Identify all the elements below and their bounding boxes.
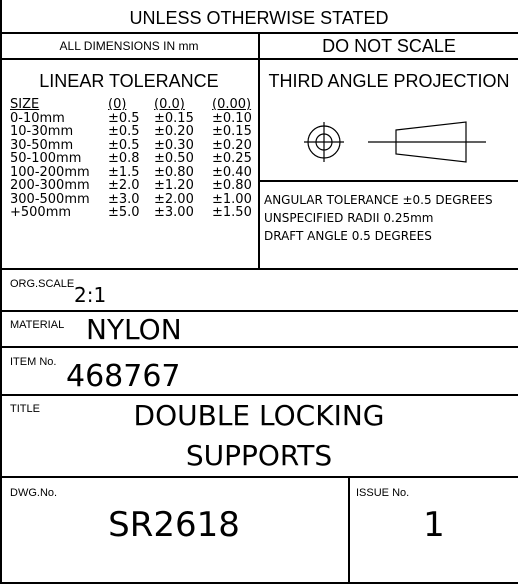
tolerance-header-row: SIZE (0) (0.0) (0.00) bbox=[10, 98, 262, 112]
rule-under-projection bbox=[258, 180, 518, 182]
rule-under-title bbox=[0, 476, 518, 478]
table-row: 100-200mm ±1.5 ±0.80 ±0.40 bbox=[10, 164, 262, 180]
cell: ±2.00 bbox=[154, 191, 194, 207]
unless-otherwise-stated: UNLESS OTHERWISE STATED bbox=[129, 8, 389, 28]
cell: ±1.00 bbox=[212, 191, 252, 207]
cell: ±0.5 bbox=[108, 137, 140, 153]
cell: 100-200mm bbox=[10, 164, 90, 180]
do-not-scale-note: DO NOT SCALE bbox=[322, 36, 456, 56]
issue-number-label: ISSUE No. bbox=[356, 487, 410, 499]
title-line-1: DOUBLE LOCKING bbox=[133, 399, 385, 432]
draft-angle-note: DRAFT ANGLE 0.5 DEGREES bbox=[264, 229, 432, 243]
material-label: MATERIAL bbox=[10, 319, 65, 331]
table-row: 300-500mm ±3.0 ±2.00 ±1.00 bbox=[10, 191, 262, 207]
table-row: 0-10mm ±0.5 ±0.15 ±0.10 bbox=[10, 110, 262, 126]
col-0-0: (0.0) bbox=[154, 97, 185, 112]
cell: ±3.0 bbox=[108, 191, 140, 207]
col-0: (0) bbox=[108, 97, 127, 112]
cell: ±0.80 bbox=[154, 164, 194, 180]
cell: ±1.20 bbox=[154, 178, 194, 193]
cell: 200-300mm bbox=[10, 178, 90, 193]
table-row: 30-50mm ±0.5 ±0.30 ±0.20 bbox=[10, 137, 262, 153]
org-scale-label: ORG.SCALE bbox=[10, 278, 75, 290]
table-row: 50-100mm ±0.8 ±0.50 ±0.25 bbox=[10, 152, 262, 166]
drawing-number-value: SR2618 bbox=[108, 505, 240, 545]
cell: 300-500mm bbox=[10, 191, 90, 207]
cell: ±0.20 bbox=[154, 124, 194, 139]
cell: ±0.5 bbox=[108, 110, 140, 126]
cell: 10-30mm bbox=[10, 124, 74, 139]
issue-number-value: 1 bbox=[423, 505, 445, 545]
cell: 30-50mm bbox=[10, 137, 74, 153]
cell: ±0.5 bbox=[108, 124, 140, 139]
cell: ±0.25 bbox=[212, 151, 252, 166]
cell: ±0.30 bbox=[154, 137, 194, 153]
divider-issue bbox=[348, 476, 350, 584]
rule-under-item bbox=[0, 394, 518, 396]
third-angle-projection-icon bbox=[304, 121, 486, 163]
rule-under-material bbox=[0, 346, 518, 348]
cell: ±0.15 bbox=[212, 124, 252, 139]
angular-tolerance-note: ANGULAR TOLERANCE ±0.5 DEGREES bbox=[264, 193, 493, 207]
item-number-value: 468767 bbox=[66, 359, 181, 394]
cell: ±0.80 bbox=[212, 178, 252, 193]
cell: 50-100mm bbox=[10, 151, 82, 166]
col-size: SIZE bbox=[10, 97, 40, 112]
cell: ±2.0 bbox=[108, 178, 140, 193]
cell: ±3.00 bbox=[154, 205, 194, 220]
cell: ±0.40 bbox=[212, 164, 252, 180]
linear-tolerance-table: SIZE (0) (0.0) (0.00) 0-10mm±0.5±0.15±0.… bbox=[10, 98, 262, 220]
cell: 0-10mm bbox=[10, 110, 65, 126]
title-line-2: SUPPORTS bbox=[185, 439, 333, 472]
divider-header-right bbox=[258, 32, 260, 268]
cell: ±0.15 bbox=[154, 110, 194, 126]
rule-under-tolerance bbox=[0, 268, 518, 270]
projection-title: THIRD ANGLE PROJECTION bbox=[268, 71, 510, 91]
cell: ±1.5 bbox=[108, 164, 140, 180]
org-scale-value: 2:1 bbox=[74, 283, 107, 307]
table-row: +500mm ±5.0 ±3.00 ±1.50 bbox=[10, 206, 262, 220]
col-0-00: (0.00) bbox=[212, 97, 252, 112]
cell: +500mm bbox=[10, 205, 72, 220]
material-value: NYLON bbox=[86, 313, 182, 346]
cell: ±0.10 bbox=[212, 110, 252, 126]
cell: ±0.50 bbox=[154, 151, 194, 166]
unspecified-radii-note: UNSPECIFIED RADII 0.25mm bbox=[264, 211, 434, 225]
rule-under-scale bbox=[0, 310, 518, 312]
cell: ±0.8 bbox=[108, 151, 140, 166]
drawing-number-label: DWG.No. bbox=[10, 487, 58, 499]
title-label: TITLE bbox=[10, 403, 40, 415]
linear-tolerance-title: LINEAR TOLERANCE bbox=[39, 71, 219, 91]
table-row: 10-30mm ±0.5 ±0.20 ±0.15 bbox=[10, 125, 262, 139]
cell: ±0.20 bbox=[212, 137, 252, 153]
table-row: 200-300mm ±2.0 ±1.20 ±0.80 bbox=[10, 179, 262, 193]
cell: ±1.50 bbox=[212, 205, 252, 220]
item-number-label: ITEM No. bbox=[10, 356, 57, 368]
cell: ±5.0 bbox=[108, 205, 140, 220]
all-dimensions-note: ALL DIMENSIONS IN mm bbox=[59, 39, 199, 53]
